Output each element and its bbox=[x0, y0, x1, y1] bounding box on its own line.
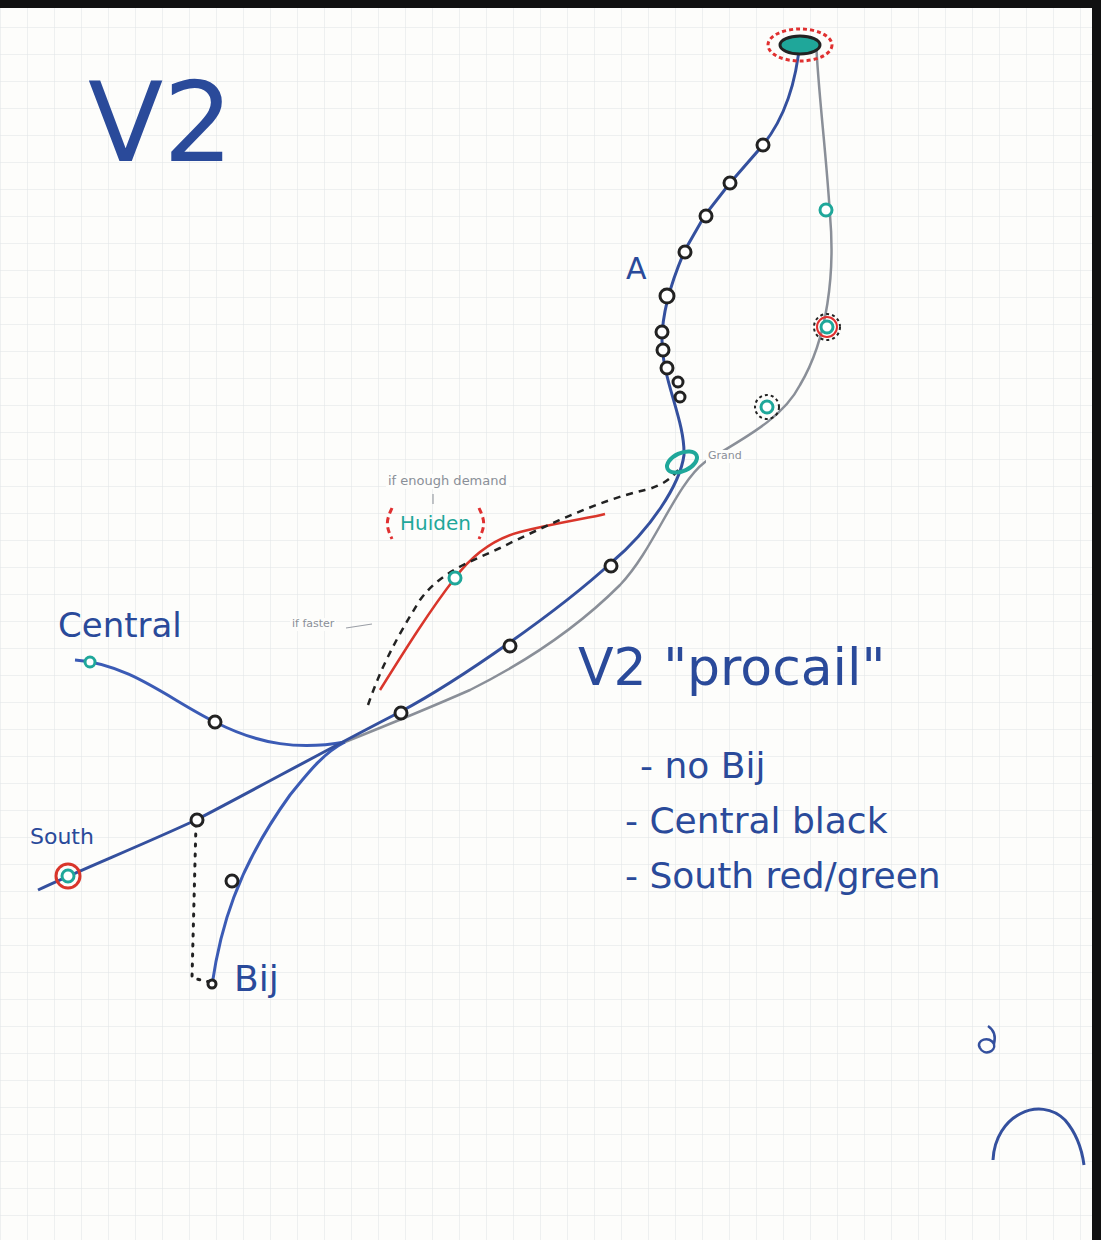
note: - no Bij bbox=[640, 745, 765, 786]
scribble bbox=[979, 1026, 995, 1052]
leader-line bbox=[346, 624, 372, 628]
station bbox=[821, 321, 833, 333]
station bbox=[208, 980, 216, 988]
station-name: South bbox=[30, 824, 94, 849]
station-name: Grand bbox=[706, 450, 744, 463]
station-ring bbox=[56, 864, 80, 888]
junction-station bbox=[664, 447, 701, 477]
station bbox=[605, 560, 617, 572]
station bbox=[504, 640, 516, 652]
blue-line bbox=[212, 742, 345, 985]
station bbox=[679, 246, 691, 258]
station bbox=[395, 707, 407, 719]
terminus-station bbox=[780, 36, 820, 54]
station-ring bbox=[814, 314, 840, 340]
grey-line bbox=[345, 40, 831, 742]
dotted-line bbox=[192, 824, 210, 982]
station bbox=[757, 139, 769, 151]
terminus-ring bbox=[768, 29, 832, 61]
scribble bbox=[993, 1109, 1084, 1165]
note: if faster bbox=[290, 618, 336, 631]
station bbox=[657, 344, 669, 356]
station bbox=[761, 401, 773, 413]
station bbox=[449, 572, 461, 584]
note: if enough demand bbox=[386, 474, 509, 489]
station bbox=[656, 326, 668, 338]
station bbox=[226, 875, 238, 887]
blue-line bbox=[75, 660, 345, 746]
station-ring bbox=[817, 317, 837, 337]
station bbox=[675, 392, 685, 402]
station-name: Huiden bbox=[400, 512, 471, 535]
line-letter: A bbox=[626, 252, 647, 287]
note: - Central black bbox=[625, 800, 888, 841]
photo-edge bbox=[0, 0, 1101, 8]
photo-edge bbox=[1092, 0, 1101, 1240]
leader-line bbox=[432, 494, 433, 504]
station bbox=[820, 204, 832, 216]
note: - South red/green bbox=[625, 855, 941, 896]
station bbox=[661, 362, 673, 374]
red-line bbox=[380, 514, 605, 690]
station-ring bbox=[755, 395, 779, 419]
main-line bbox=[38, 40, 800, 890]
station bbox=[724, 177, 736, 189]
station bbox=[62, 870, 74, 882]
bracket bbox=[479, 508, 484, 539]
sheet-title: V2 bbox=[88, 60, 233, 187]
variant-heading: V2 "procail" bbox=[578, 638, 885, 698]
station-name: Bij bbox=[234, 958, 279, 999]
bracket bbox=[387, 508, 392, 539]
station bbox=[660, 289, 674, 303]
station-name: Central bbox=[58, 606, 182, 645]
station bbox=[700, 210, 712, 222]
station-callout: Huiden bbox=[384, 506, 487, 541]
station bbox=[209, 716, 221, 728]
station bbox=[673, 377, 683, 387]
station bbox=[191, 814, 203, 826]
station bbox=[85, 657, 95, 667]
